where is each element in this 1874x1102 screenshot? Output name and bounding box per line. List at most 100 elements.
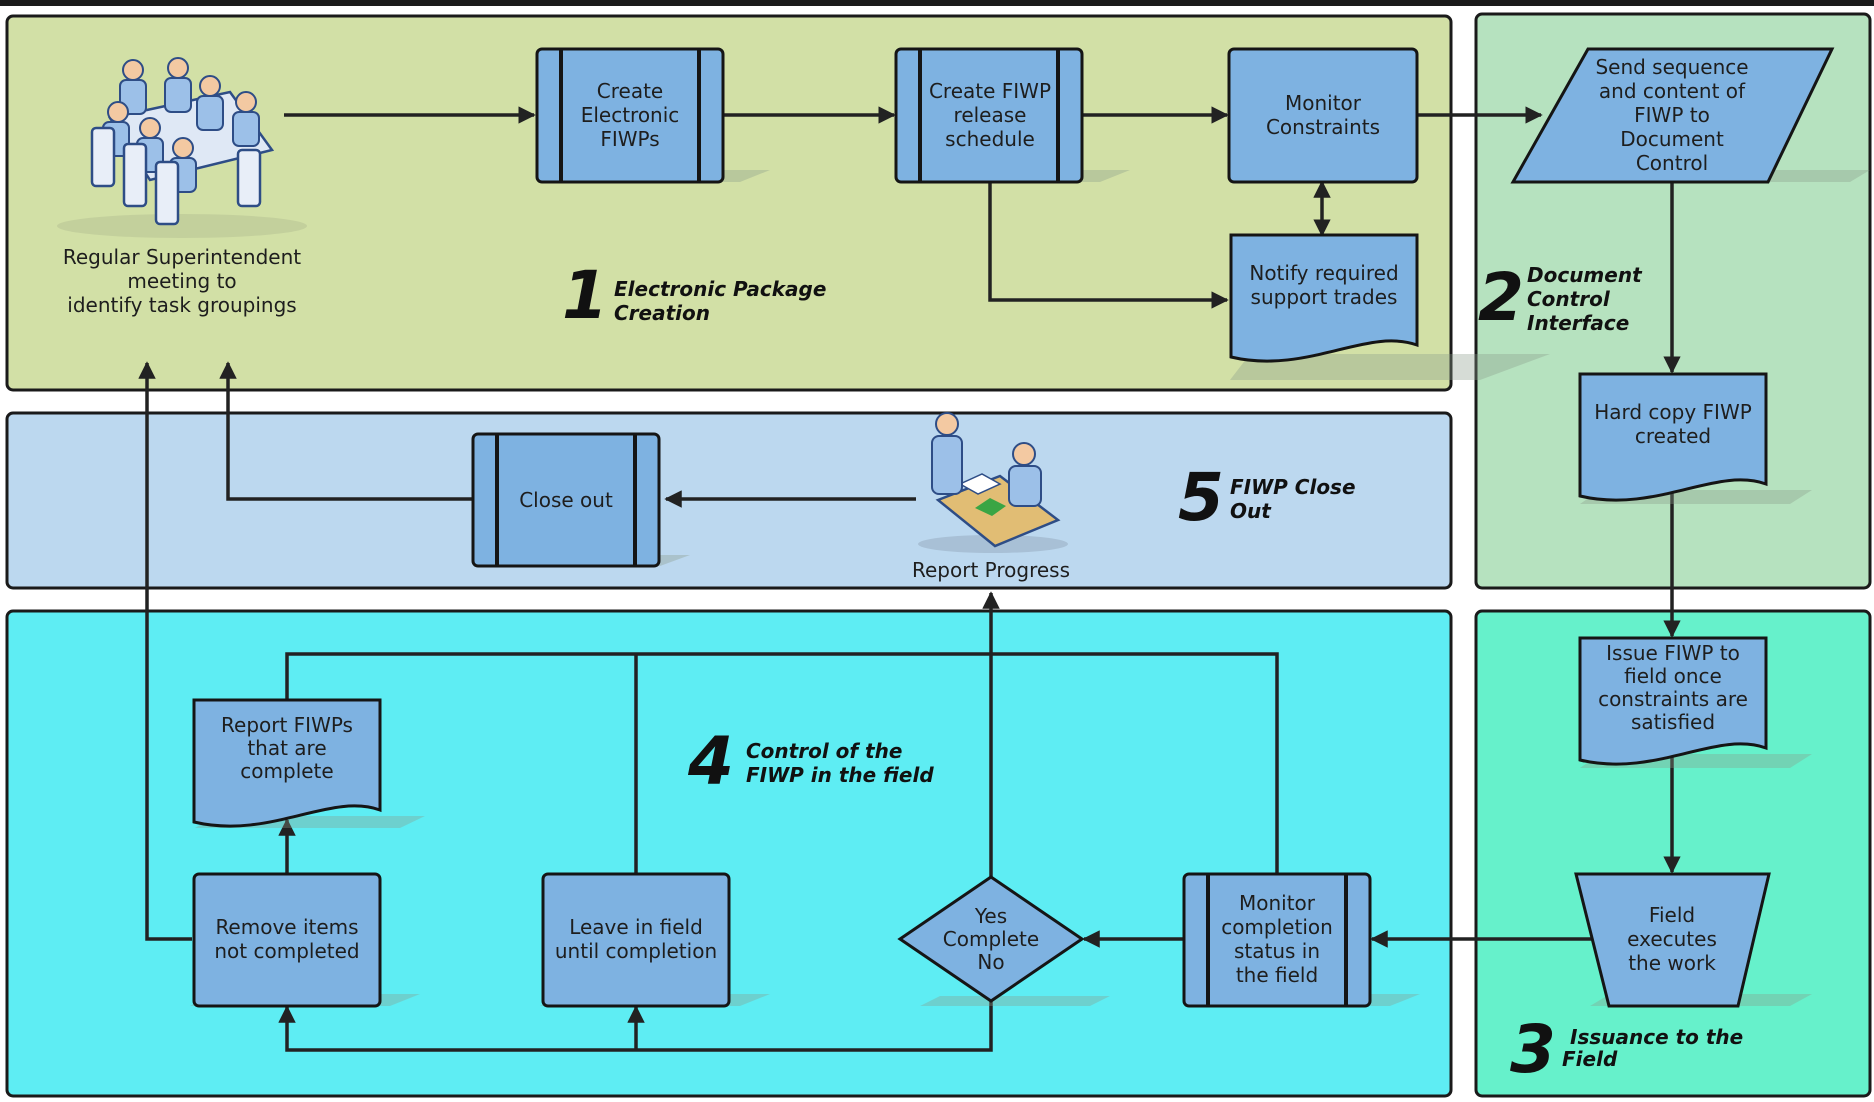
panel-1-number: 1: [562, 257, 608, 334]
arrow-closeout-to-meeting: [219, 361, 472, 501]
monitor-constraints-box: [1227, 47, 1419, 184]
decision-yes-label: Yes: [974, 904, 1007, 928]
panel-1-title-line1: Electronic Package: [614, 277, 826, 301]
send-sequence-line5: Control: [1636, 151, 1708, 175]
panel-2-number: 2: [1478, 259, 1524, 336]
report-complete-line3: complete: [240, 759, 333, 783]
hard-copy-shape: [1578, 372, 1768, 502]
panel-5-number: 5: [1178, 459, 1224, 536]
meeting-caption-line1: Regular Superintendent: [63, 245, 301, 269]
notify-trades-line1: Notify required: [1249, 261, 1398, 285]
send-sequence-shape: [1510, 47, 1835, 184]
people-icon: [931, 412, 1042, 507]
meeting-illustration: [57, 57, 307, 238]
leave-in-field-line1: Leave in field: [569, 915, 703, 939]
green-arrow-icon: [975, 498, 1006, 516]
report-progress-caption: Report Progress: [912, 558, 1070, 582]
monitor-completion-line4: the field: [1236, 963, 1318, 987]
field-executes-node: Field executes the work: [1574, 872, 1812, 1008]
panel-3-number: 3: [1510, 1011, 1556, 1088]
send-sequence-line4: Document: [1620, 127, 1724, 151]
leave-in-field-box: [541, 872, 731, 1008]
field-executes-line3: the work: [1628, 951, 1716, 975]
panel-1-background: [5, 14, 1453, 392]
remove-items-node: Remove items not completed: [190, 872, 420, 1008]
notify-trades-shape: [1229, 233, 1419, 363]
release-schedule-line2: release: [954, 103, 1027, 127]
panel-4-background: [5, 609, 1453, 1098]
remove-items-line2: not completed: [214, 939, 359, 963]
release-schedule-node: Create FIWP release schedule: [894, 47, 1130, 184]
issue-fiwp-node: Issue FIWP to field once constraints are…: [1578, 636, 1812, 768]
remove-items-line1: Remove items: [215, 915, 358, 939]
decision-shadow: [920, 996, 1110, 1006]
report-progress-illustration: [918, 412, 1068, 553]
create-fiwps-line3: FIWPs: [600, 127, 659, 151]
monitor-completion-box: [1182, 872, 1372, 1008]
create-fiwps-line1: Create: [597, 79, 663, 103]
hard-copy-node: Hard copy FIWP created: [1578, 372, 1812, 504]
release-schedule-line1: Create FIWP: [929, 79, 1051, 103]
arrow-remove-to-meeting: [138, 361, 192, 941]
notify-trades-shadow: [1230, 354, 1550, 380]
issue-fiwp-line3: constraints are: [1598, 687, 1748, 711]
release-schedule-line3: schedule: [945, 127, 1035, 151]
panel-3-title-line1: Issuance to the: [1570, 1025, 1743, 1049]
send-sequence-line2: and content of: [1599, 79, 1746, 103]
decision-diamond: [897, 875, 1085, 1003]
close-out-box: [471, 432, 661, 568]
report-complete-line2: that are: [247, 736, 326, 760]
send-sequence-line1: Send sequence: [1595, 55, 1748, 79]
panel-2-title-line2: Control: [1527, 287, 1611, 311]
release-schedule-box: [894, 47, 1084, 184]
arrow-schedule-to-notify: [988, 182, 1229, 309]
remove-items-box: [192, 872, 382, 1008]
create-fiwps-box: [535, 47, 725, 184]
create-fiwps-line2: Electronic: [581, 103, 680, 127]
monitor-completion-node: Monitor completion status in the field: [1182, 872, 1420, 1008]
monitor-completion-line2: completion: [1221, 915, 1333, 939]
meeting-caption-line3: identify task groupings: [67, 293, 296, 317]
hard-copy-line2: created: [1635, 424, 1711, 448]
report-complete-shape: [192, 698, 382, 828]
notify-trades-node: Notify required support trades: [1229, 233, 1550, 380]
panel-5-title-line1: FIWP Close: [1230, 475, 1356, 499]
meeting-floor-shadow: [57, 214, 307, 238]
meeting-caption-line2: meeting to: [127, 269, 236, 293]
clipboard-icon: [958, 473, 1002, 495]
report-complete-node: Report FIWPs that are complete: [192, 698, 425, 828]
decision-no-label: No: [977, 950, 1004, 974]
monitor-constraints-node: Monitor Constraints: [1227, 47, 1419, 184]
hard-copy-line1: Hard copy FIWP: [1594, 400, 1752, 424]
send-sequence-node: Send sequence and content of FIWP to Doc…: [1510, 47, 1870, 184]
chairs-icon: [90, 126, 262, 226]
panel-2-title-line1: Document: [1527, 263, 1643, 287]
leave-in-field-node: Leave in field until completion: [540, 872, 770, 1008]
close-out-node: Close out: [471, 432, 690, 568]
panel-1-label: 1 Electronic Package Creation: [562, 257, 826, 334]
panel-1-title-line2: Creation: [614, 301, 710, 325]
issue-fiwp-line2: field once: [1624, 664, 1722, 688]
panel-4-number: 4: [687, 723, 734, 800]
decision-complete-label: Complete: [943, 927, 1039, 951]
leave-in-field-line2: until completion: [555, 939, 717, 963]
top-border: [0, 0, 1874, 6]
issue-fiwp-line4: satisfied: [1631, 710, 1715, 734]
panel-2-label: 2 Document Control Interface: [1478, 259, 1643, 336]
field-executes-shape: [1574, 872, 1771, 1008]
line-top-bus-right: [285, 652, 1279, 873]
monitor-constraints-line1: Monitor: [1285, 91, 1362, 115]
panel-4-label: 4 Control of the FIWP in the field: [687, 723, 934, 800]
notify-trades-line2: support trades: [1251, 285, 1398, 309]
monitor-completion-line3: status in: [1234, 939, 1320, 963]
issue-fiwp-shape: [1578, 636, 1768, 766]
panel-5-label: 5 FIWP Close Out: [1178, 459, 1356, 536]
panel-3-label: 3 Issuance to the Field: [1510, 1011, 1743, 1088]
monitor-constraints-line2: Constraints: [1266, 115, 1380, 139]
panel-2-title-line3: Interface: [1527, 311, 1629, 335]
meeting-caption: Regular Superintendent meeting to identi…: [63, 245, 301, 317]
close-out-label: Close out: [519, 488, 613, 512]
report-complete-line1: Report FIWPs: [221, 713, 353, 737]
arrow-decision-no-to-remove: [278, 1001, 993, 1052]
